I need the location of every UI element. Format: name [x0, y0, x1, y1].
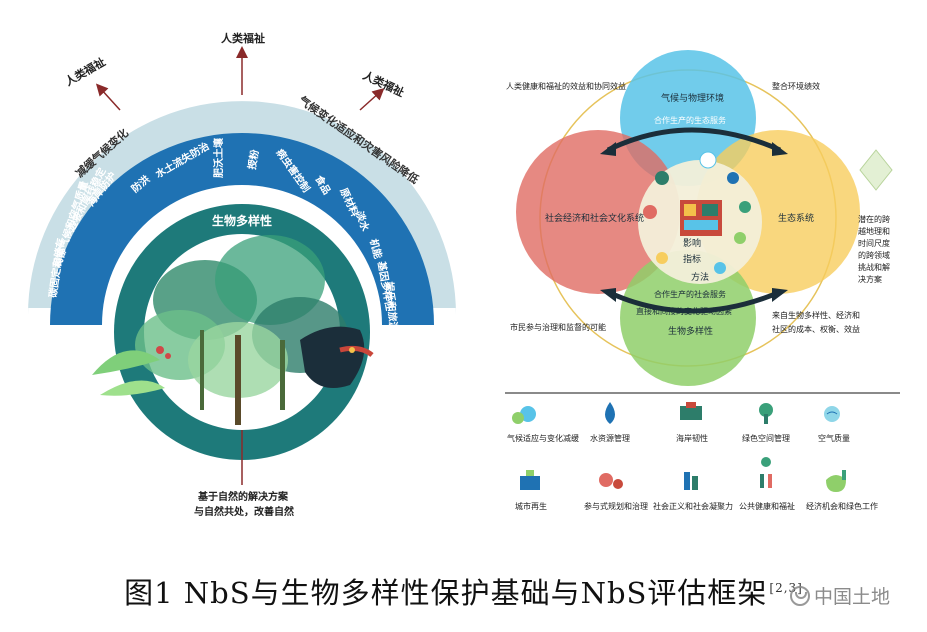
legend-row-1 — [512, 402, 840, 424]
hub-icon-health — [643, 205, 657, 219]
wellbeing-label-center: 人类福祉 — [221, 31, 265, 45]
circle-right-label: 生态系统 — [778, 212, 814, 224]
hub-icon-tree — [739, 201, 751, 213]
corner-bottom-left: 市民参与治理和监督的可能 — [510, 322, 606, 332]
circle-left-label: 社会经济和社会文化系统 — [545, 212, 644, 224]
arrow-ecological-services — [606, 127, 782, 153]
center-impact: 影响 — [683, 237, 701, 249]
arrow-head-left — [600, 142, 616, 156]
water-strip-icon — [684, 220, 718, 230]
window-icon — [684, 204, 696, 216]
hornbill-icon — [300, 326, 374, 389]
service-label: 授粉 — [245, 149, 261, 171]
arrow-social-services — [606, 289, 781, 314]
circle-bottom-label: 生物多样性 — [668, 325, 713, 337]
wellbeing-label-right: 人类福祉 — [361, 68, 407, 99]
justice-icon — [684, 472, 698, 490]
hub-icon-drop — [727, 172, 739, 184]
side-note: 潜在的跨 越地理和 时间尺度 的跨领域 挑战和解 决方案 — [858, 214, 890, 284]
side-note-line: 越地理和 — [858, 226, 890, 236]
side-note-line: 挑战和解 — [858, 262, 890, 272]
tree-icon — [759, 403, 773, 424]
figure-caption-text: 图1 NbS与生物多样性保护基础与NbS评估框架 — [124, 576, 768, 610]
arrow-bottom-label: 合作生产的社会服务 — [654, 289, 726, 299]
window-icon — [702, 204, 718, 216]
side-diamond-icon — [859, 149, 893, 191]
circle-left-socioeconomic — [516, 130, 680, 294]
legend-label: 社会正义和社会凝聚力 — [653, 501, 733, 511]
handshake-icon — [599, 473, 623, 489]
legend-label: 公共健康和福祉 — [739, 501, 795, 511]
side-note-line: 的跨领域 — [858, 250, 890, 260]
center-method: 方法 — [691, 271, 709, 283]
center-indicator: 指标 — [683, 253, 701, 265]
arrow-wellbeing-right — [359, 87, 385, 111]
circle-top-label: 气候与物理环境 — [661, 92, 724, 104]
outer-arc-band — [28, 101, 456, 315]
hub-icon-hand — [656, 252, 668, 264]
nbs-assessment-framework: 气候与物理环境 社会经济和社会文化系统 生态系统 生物多样性 合作生产的生态服务… — [505, 50, 900, 511]
watermark-text: 中国土地 — [814, 586, 891, 608]
watermark: 中国土地 — [790, 582, 890, 609]
legend-label: 参与式规划和治理 — [584, 501, 648, 511]
arrow-head-left — [600, 288, 616, 302]
wechat-logo-icon — [790, 585, 810, 606]
legend-row-2 — [520, 457, 846, 492]
nbs-bottom-text-2: 与自然共处，改善自然 — [194, 505, 294, 518]
legend-label: 绿色空间管理 — [742, 433, 790, 443]
legend-label: 气候适应与变化减缓 — [507, 433, 579, 443]
coast-icon — [680, 402, 702, 420]
circle-top-climate — [620, 50, 756, 186]
forest-illustration — [92, 235, 374, 425]
air-icon — [824, 406, 840, 422]
money-icon — [826, 470, 846, 492]
side-note-line: 决方案 — [858, 274, 882, 284]
corner-bottom-right-2: 社区的成本、权衡、效益 — [772, 324, 860, 334]
biodiversity-ring-label: 生物多样性 — [212, 213, 272, 228]
corner-bottom-right-1: 来自生物多样性、经济和 — [772, 310, 860, 320]
water-drop-icon — [605, 402, 615, 424]
arrow-top-label: 合作生产的生态服务 — [654, 115, 726, 125]
service-label: 娱乐和旅游 — [383, 281, 400, 332]
side-note-line: 时间尺度 — [858, 238, 890, 248]
legend-row-1-labels: 气候适应与变化减缓 水资源管理 海岸韧性 绿色空间管理 空气质量 — [507, 433, 850, 443]
figure-caption: 图1 NbS与生物多样性保护基础与NbS评估框架[2,3] — [0, 570, 927, 612]
nbs-biodiversity-diagram: 人类福祉 人类福祉 人类福祉 减缓气候变化 气候变化适应和灾害风险降低 碳固定和… — [28, 31, 456, 518]
drivers-label: 直接和间接的变化驱动因素 — [636, 306, 732, 316]
arrow-head-right — [772, 288, 788, 302]
hub-icon-air — [714, 262, 726, 274]
wellbeing-label-left: 人类福祉 — [63, 54, 108, 88]
hub-icon-cloud — [699, 151, 717, 169]
ecosystem-services-band — [50, 133, 434, 325]
hub-icon-leaf — [734, 232, 746, 244]
city-icon — [520, 470, 540, 490]
legend-row-2-labels: 城市再生 参与式规划和治理 社会正义和社会凝聚力 公共健康和福祉 经济机会和绿色… — [515, 501, 878, 511]
hub-icon-people — [655, 171, 669, 185]
circle-bottom-biodiversity — [620, 250, 756, 386]
legend-label: 水资源管理 — [590, 433, 630, 443]
service-label: 肥沃土壤 — [212, 137, 225, 178]
arrow-head-right — [772, 142, 788, 156]
legend-label: 空气质量 — [818, 433, 850, 443]
nbs-bottom-text-1: 基于自然的解决方案 — [197, 490, 289, 503]
health-icon — [760, 457, 772, 488]
legend-label: 海岸韧性 — [676, 433, 708, 443]
corner-top-right: 整合环境绩效 — [772, 81, 820, 91]
corner-top-left: 人类健康和福祉的效益和协同效益 — [506, 81, 626, 91]
legend-label: 经济机会和绿色工作 — [806, 501, 878, 511]
legend-label: 城市再生 — [515, 501, 547, 511]
cloud-rain-icon — [512, 406, 536, 424]
side-note-line: 潜在的跨 — [858, 214, 890, 224]
arrow-wellbeing-left — [95, 83, 121, 111]
